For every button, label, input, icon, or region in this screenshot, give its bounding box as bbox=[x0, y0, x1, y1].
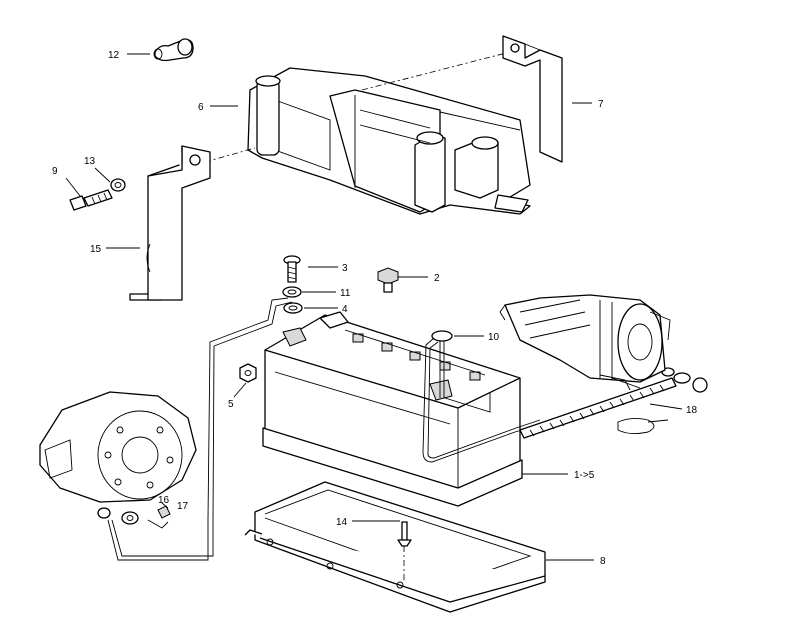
callout-16: 16 bbox=[158, 495, 170, 506]
callout-labels: 12 6 7 9 13 15 3 2 11 4 10 5 18 1->5 16 … bbox=[52, 50, 698, 567]
callout-11: 11 bbox=[340, 288, 351, 299]
positive-terminal bbox=[429, 379, 453, 401]
part-17-screw bbox=[147, 505, 171, 529]
part-12-terminal-cap bbox=[153, 38, 194, 62]
callout-10: 10 bbox=[488, 332, 500, 343]
part-3-screw bbox=[283, 255, 301, 283]
battery-cells bbox=[319, 311, 486, 381]
alignment-line-left bbox=[204, 147, 256, 163]
part-7-right-bracket bbox=[502, 35, 563, 163]
part-2-vent-plug bbox=[377, 267, 399, 293]
callout-15: 15 bbox=[90, 244, 102, 255]
callout-1-to-5: 1->5 bbox=[574, 470, 595, 481]
callout-9: 9 bbox=[52, 166, 58, 177]
part-13-washer bbox=[110, 178, 126, 192]
callout-12: 12 bbox=[108, 50, 120, 61]
part-16-washer bbox=[121, 511, 139, 525]
part-6-battery-cover bbox=[247, 67, 531, 215]
callout-5: 5 bbox=[228, 399, 234, 410]
callout-8: 8 bbox=[600, 556, 606, 567]
callout-14: 14 bbox=[336, 517, 348, 528]
leader-lines bbox=[65, 53, 683, 561]
part-14-pin bbox=[397, 521, 412, 582]
callout-18: 18 bbox=[686, 405, 698, 416]
callout-13: 13 bbox=[84, 156, 96, 167]
battery bbox=[262, 311, 523, 507]
callout-17: 17 bbox=[177, 501, 189, 512]
part-5-nut bbox=[239, 363, 257, 383]
callout-2: 2 bbox=[434, 273, 440, 284]
callout-6: 6 bbox=[198, 102, 204, 113]
negative-terminal bbox=[282, 327, 307, 347]
part-10-positive-cable bbox=[422, 330, 541, 463]
callout-7: 7 bbox=[598, 99, 604, 110]
part-18-starter-cable bbox=[519, 367, 708, 439]
part-9-bolt bbox=[69, 189, 113, 211]
negative-cable bbox=[97, 297, 293, 561]
part-15-left-bracket bbox=[129, 145, 211, 301]
part-11-washer bbox=[282, 286, 302, 298]
starter-motor bbox=[499, 294, 671, 391]
part-4-lock-washer bbox=[283, 302, 303, 314]
alignment-line-upper bbox=[361, 51, 511, 91]
part-8-battery-tray bbox=[244, 481, 546, 613]
callout-4: 4 bbox=[342, 304, 348, 315]
engine-housing bbox=[39, 391, 197, 503]
callout-3: 3 bbox=[342, 263, 348, 274]
